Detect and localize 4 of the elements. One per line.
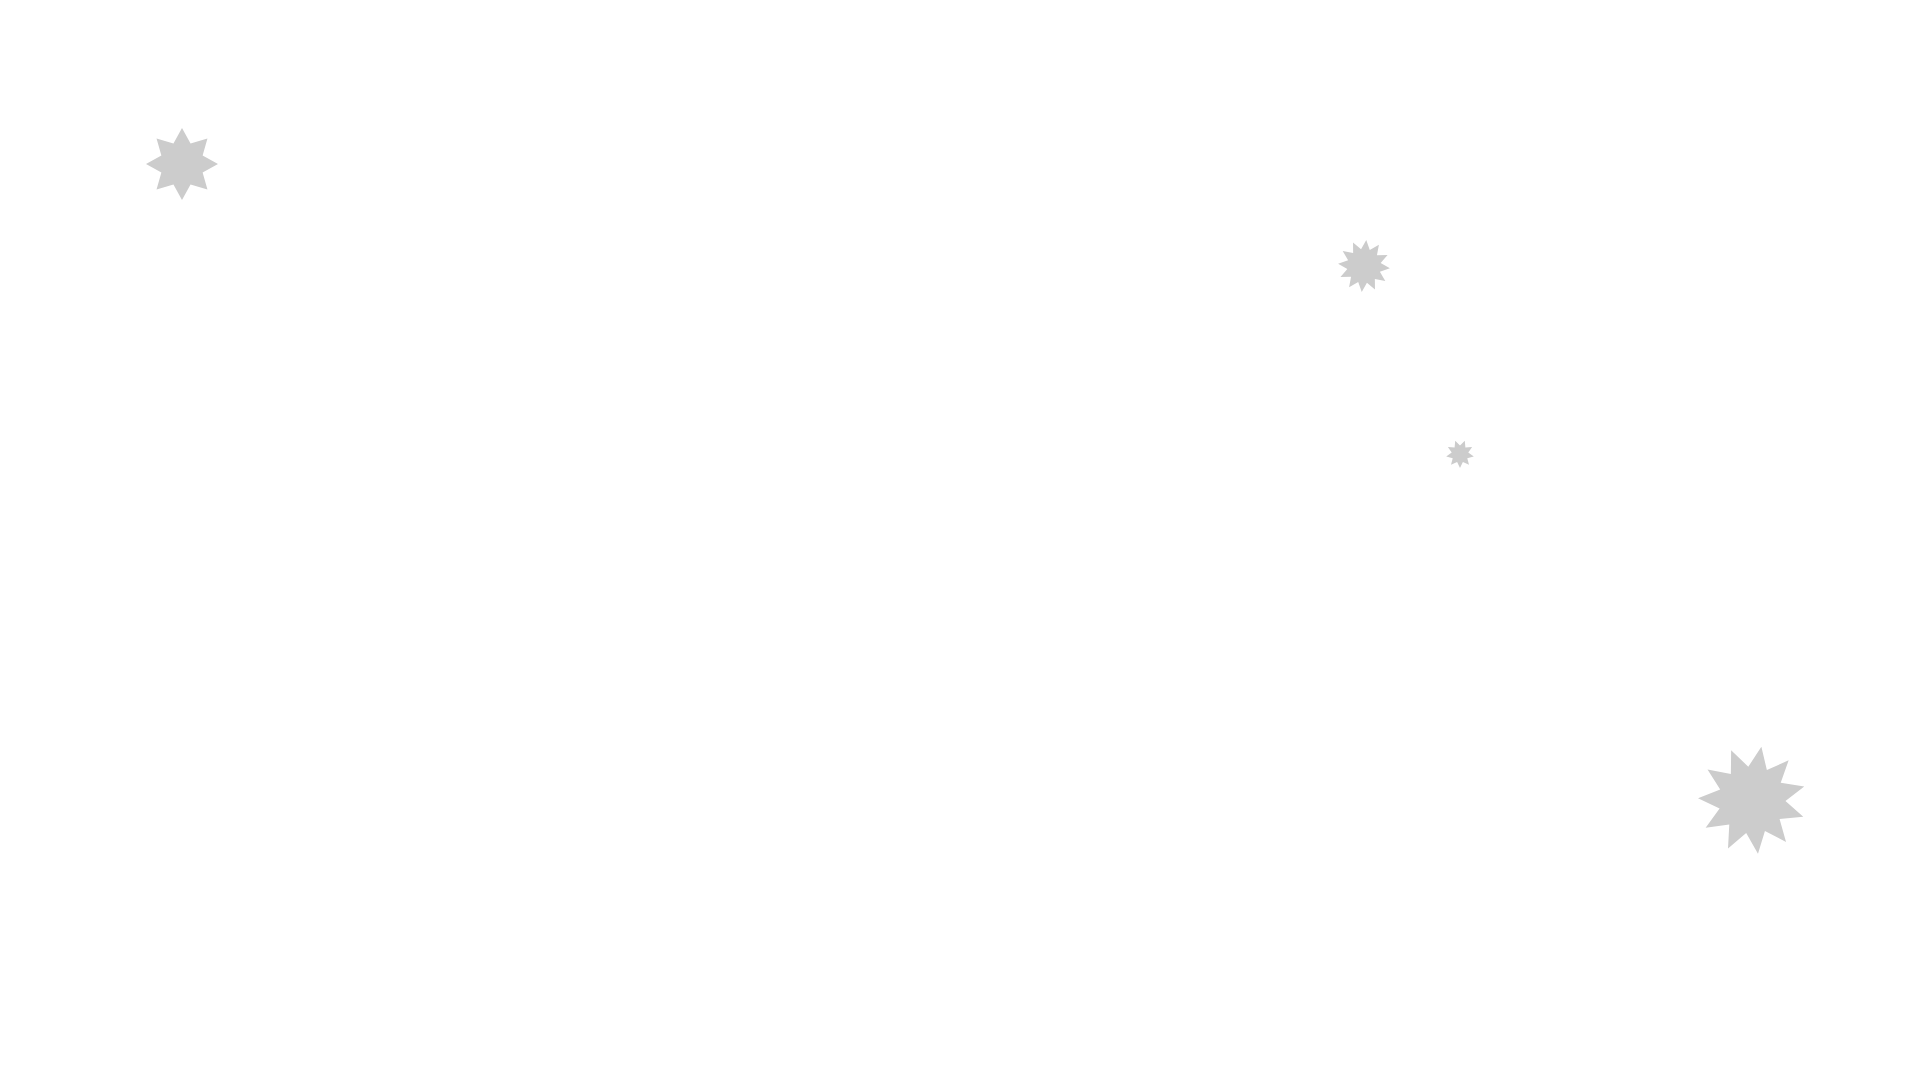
star-shape xyxy=(1698,746,1806,854)
star-shape xyxy=(1338,240,1390,292)
star-shape xyxy=(146,128,218,200)
star-shape xyxy=(1446,440,1474,468)
